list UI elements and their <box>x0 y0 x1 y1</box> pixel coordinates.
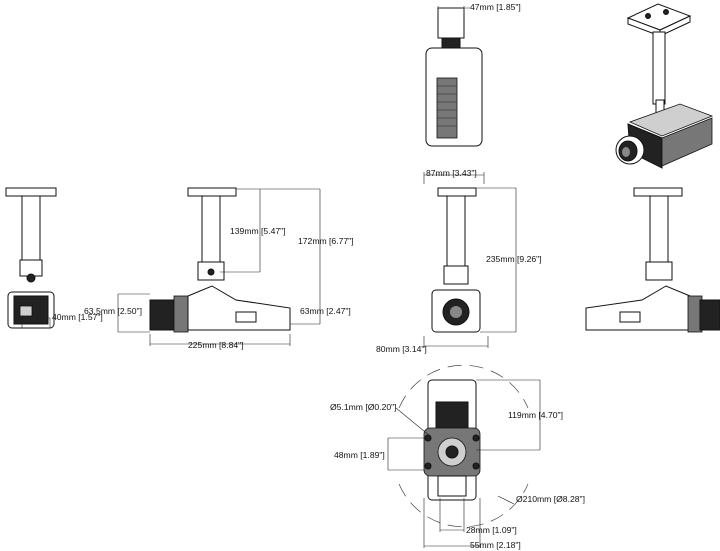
side-view: 139mm [5.47"] 172mm [6.77"] 63mm [2.47"]… <box>84 187 354 350</box>
bracket-height-label: 139mm [5.47"] <box>230 226 286 236</box>
top-width-label: 47mm [1.85"] <box>470 2 521 12</box>
front-depth-label: 87mm [3.43"] <box>426 168 477 178</box>
bottom-view: Ø5.1mm [Ø0.20"] 119mm [4.70"] 48mm [1.89… <box>330 364 585 550</box>
overall-height-label: 172mm [6.77"] <box>298 236 354 246</box>
isometric-view <box>615 3 714 169</box>
base-outer-label: 55mm [2.18"] <box>470 540 521 550</box>
side-lower-left-label: 63.5mm [2.50"] <box>84 306 142 316</box>
base-offset-label: 119mm [4.70"] <box>508 410 563 420</box>
front-width-label: 80mm [3.14"] <box>376 344 427 354</box>
base-circle-label: Ø210mm [Ø8.28"] <box>516 494 585 504</box>
front-total-height-label: 235mm [9.26"] <box>486 254 542 264</box>
base-inner-label: 28mm [1.09"] <box>466 525 517 535</box>
side-length-label: 225mm [8.84"] <box>188 340 244 350</box>
rear-view: 40mm [1.57"] <box>5 187 103 329</box>
top-view: 47mm [1.85"] <box>425 2 521 147</box>
base-hole-label: Ø5.1mm [Ø0.20"] <box>330 402 397 412</box>
rear-width-label: 40mm [1.57"] <box>52 312 103 322</box>
base-spacing-label: 48mm [1.89"] <box>334 450 385 460</box>
side-lower-right-label: 63mm [2.47"] <box>300 306 351 316</box>
front-view: 87mm [3.43"] 235mm [9.26"] 80mm [3.14"] <box>376 168 542 354</box>
side-view-mirrored <box>585 187 720 333</box>
